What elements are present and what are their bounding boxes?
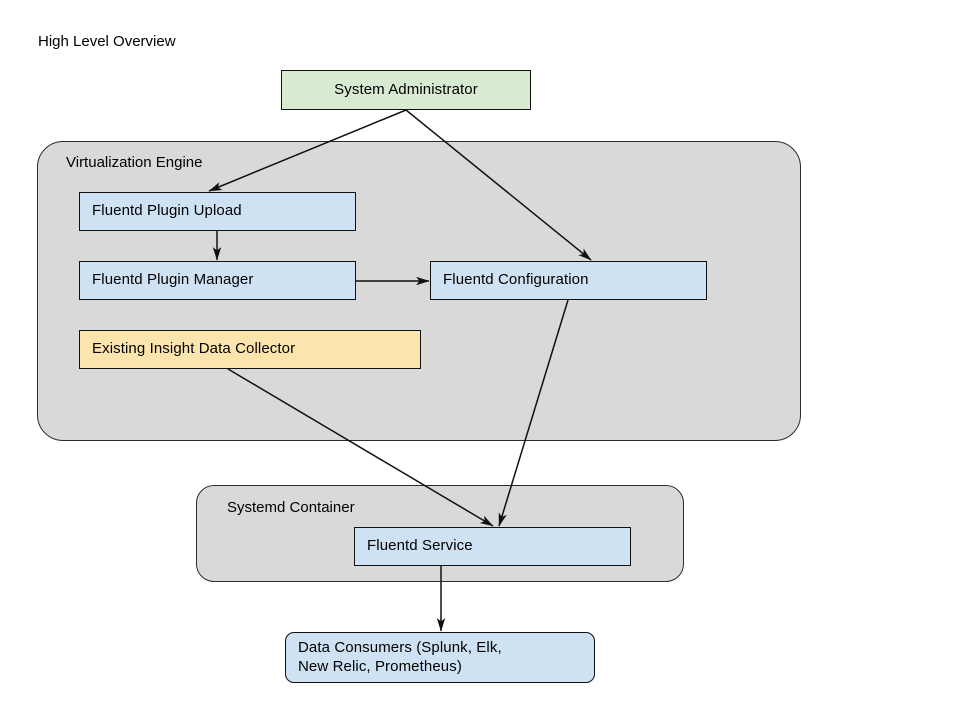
node-fluentd-service[interactable]: Fluentd Service xyxy=(354,527,631,566)
group-label-systemd-container: Systemd Container xyxy=(227,499,355,516)
node-fluentd-configuration[interactable]: Fluentd Configuration xyxy=(430,261,707,300)
page-title: High Level Overview xyxy=(38,33,176,50)
node-existing-insight-data-collector[interactable]: Existing Insight Data Collector xyxy=(79,330,421,369)
node-fluentd-plugin-upload[interactable]: Fluentd Plugin Upload xyxy=(79,192,356,231)
node-system-administrator[interactable]: System Administrator xyxy=(281,70,531,110)
node-data-consumers[interactable]: Data Consumers (Splunk, Elk, New Relic, … xyxy=(285,632,595,683)
group-label-virtualization-engine: Virtualization Engine xyxy=(66,154,203,171)
node-fluentd-plugin-manager[interactable]: Fluentd Plugin Manager xyxy=(79,261,356,300)
